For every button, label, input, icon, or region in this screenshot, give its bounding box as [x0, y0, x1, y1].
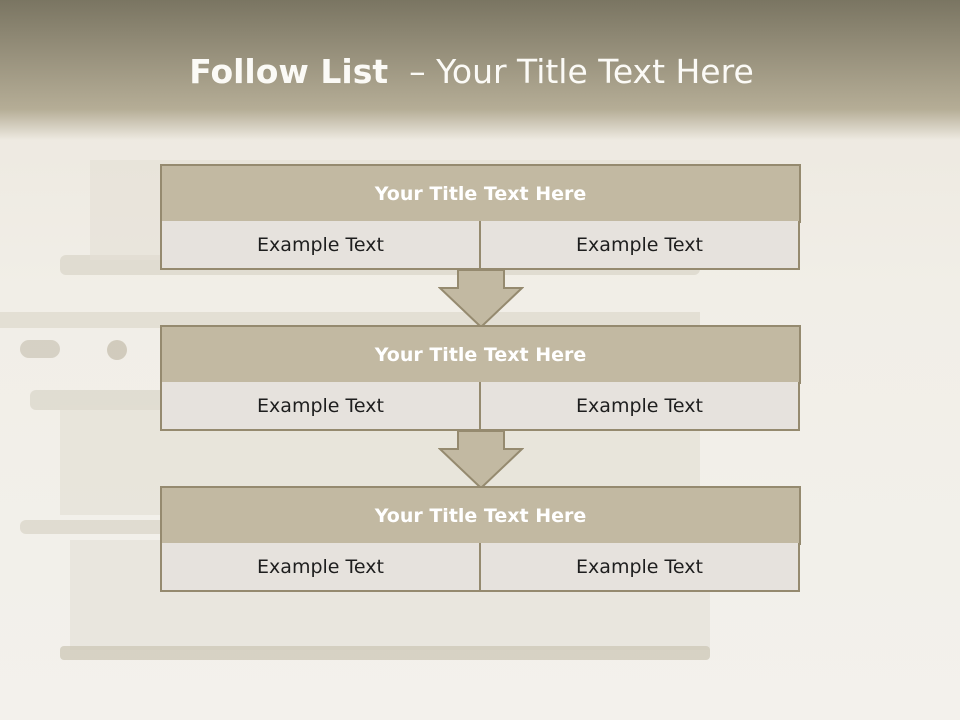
block-cell-right: Example Text: [479, 221, 800, 270]
block-cell-left: Example Text: [160, 382, 481, 431]
title-rest: – Your Title Text Here: [409, 52, 754, 91]
block-title: Your Title Text Here: [160, 325, 801, 384]
slide-title: Follow List – Your Title Text Here: [0, 52, 943, 91]
block-cell-left: Example Text: [160, 543, 481, 592]
block-cell-left: Example Text: [160, 221, 481, 270]
title-bold: Follow List: [189, 52, 389, 91]
block-cell-right: Example Text: [479, 543, 800, 592]
block-title: Your Title Text Here: [160, 164, 801, 223]
down-arrow-icon: [438, 270, 524, 328]
header-band: [0, 0, 960, 140]
block-title: Your Title Text Here: [160, 486, 801, 545]
block-cell-right: Example Text: [479, 382, 800, 431]
down-arrow-icon: [438, 431, 524, 489]
